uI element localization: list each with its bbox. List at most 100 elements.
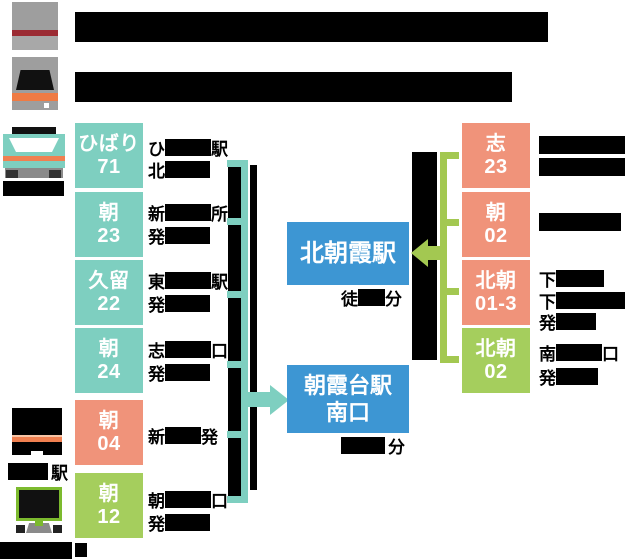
arrow-to-asakadai-head-icon [270, 385, 289, 415]
origin-prefix: 南 [539, 344, 556, 364]
origin-label-line: ひ駅 [148, 137, 228, 159]
right-trunk-tick [440, 152, 459, 159]
bus-stripe-light [12, 435, 62, 437]
origin-prefix: 東 [148, 272, 165, 292]
redacted-vertical-text [250, 165, 257, 490]
badge-line1: 朝 [98, 337, 120, 360]
route-badge-asa-12[interactable]: 朝 12 [75, 473, 143, 538]
right-trunk-tick [440, 288, 459, 295]
origin-label-line: 発 [148, 362, 210, 384]
redacted-text-bar [8, 462, 48, 480]
origin-prefix: 北 [148, 161, 165, 181]
route-badge-asa-04[interactable]: 朝 04 [75, 400, 143, 465]
left-trunk-tick [227, 160, 248, 167]
badge-line1: ひばり [78, 132, 140, 155]
bus-wheel-right [49, 170, 61, 178]
right-trunk-tick [440, 219, 459, 226]
station-box-asakadai-south[interactable]: 朝霞台駅 南口 [287, 365, 409, 433]
bus-wheel-left [16, 525, 25, 533]
origin-prefix: 志 [148, 341, 165, 361]
badge-line2: 23 [97, 224, 121, 247]
train-front-maroon-stripe-icon [12, 2, 58, 50]
badge-line1: 久留 [88, 269, 130, 292]
bus-wheel-right [53, 525, 62, 533]
bus-upper-body [12, 408, 62, 435]
badge-line2: 22 [97, 292, 121, 315]
redacted-text-bar [75, 543, 87, 557]
route-badge-asa-24[interactable]: 朝 24 [75, 328, 143, 393]
walk-note-prefix: 徒 [341, 289, 358, 309]
redacted-text-bar [165, 426, 201, 444]
bus-lower-body [12, 442, 62, 455]
origin-prefix: 発 [539, 368, 556, 388]
badge-line1: 朝 [98, 201, 120, 224]
route-badge-kitaasa-01-3[interactable]: 北朝 01-3 [462, 260, 530, 325]
origin-label-line: 発 [539, 366, 598, 388]
redacted-text-bar [556, 291, 625, 309]
origin-suffix: 駅 [211, 272, 228, 292]
redacted-text-bar [539, 136, 625, 154]
redacted-header-line-1 [75, 12, 548, 42]
arrow-to-asakadai-shaft [248, 392, 270, 407]
origin-label-line: 南口 [539, 342, 619, 364]
redacted-text-bar [165, 294, 210, 312]
origin-suffix: 発 [201, 427, 218, 447]
train-windshield [16, 70, 54, 90]
station-box-kita-asaka[interactable]: 北朝霞駅 [287, 222, 409, 285]
redacted-text-bar [165, 363, 210, 381]
origin-prefix: 発 [539, 313, 556, 333]
caption-suffix: 駅 [51, 463, 68, 483]
origin-label-line: 発 [148, 512, 210, 534]
redacted-vertical-text [228, 438, 241, 496]
origin-prefix: 発 [148, 295, 165, 315]
redacted-text-bar [358, 288, 385, 306]
redacted-text-bar [165, 340, 211, 358]
redacted-vertical-text [228, 167, 241, 218]
left-trunk-tick [227, 496, 248, 503]
origin-prefix: 発 [148, 514, 165, 534]
redacted-vertical-text [228, 298, 241, 361]
badge-line2: 02 [484, 224, 508, 247]
train-headlight [44, 103, 49, 108]
origin-prefix: 下 [539, 270, 556, 290]
badge-line2: 71 [97, 155, 121, 178]
train-front-orange-stripe-icon [12, 57, 58, 110]
route-badge-hibari-71[interactable]: ひばり 71 [75, 123, 143, 188]
route-badge-shi-23[interactable]: 志 23 [462, 123, 530, 188]
walk-note-suffix: 分 [385, 289, 402, 309]
origin-prefix: 新 [148, 427, 165, 447]
route-badge-asa-23[interactable]: 朝 23 [75, 192, 143, 257]
origin-label-line: 新発 [148, 425, 218, 447]
bus-license-tab [35, 520, 43, 526]
station-name: 北朝霞駅 [300, 239, 396, 267]
route-badge-kitaasa-02[interactable]: 北朝 02 [462, 328, 530, 393]
left-trunk-tick [227, 361, 248, 368]
origin-prefix: ひ [148, 139, 165, 159]
origin-prefix: 発 [148, 227, 165, 247]
right-trunk-tick [440, 356, 459, 363]
bus-windshield [9, 138, 59, 152]
bus-wheel-left [6, 170, 18, 178]
redacted-text-bar [556, 367, 598, 385]
arrow-to-kita-asaka-head-icon [411, 239, 428, 267]
bus-front-green-icon [16, 487, 62, 533]
origin-suffix: 駅 [211, 139, 228, 159]
left-trunk-line [241, 160, 248, 503]
origin-label-line: 東駅 [148, 270, 228, 292]
route-badge-kuru-22[interactable]: 久留 22 [75, 260, 143, 325]
bus-destination-sign [12, 127, 56, 134]
badge-line1: 朝 [98, 409, 120, 432]
origin-suffix: 口 [602, 344, 619, 364]
redacted-vertical-text [228, 368, 241, 431]
redacted-text-bar [165, 160, 210, 178]
bus-stripe [12, 437, 62, 442]
origin-suffix: 口 [211, 341, 228, 361]
redacted-text-bar [556, 343, 602, 361]
redacted-text-bar [165, 271, 211, 289]
route-badge-asa-02[interactable]: 朝 02 [462, 192, 530, 257]
caption-black-bus: 駅 [8, 461, 68, 483]
redacted-text-bar [539, 158, 625, 176]
redacted-text-bar [556, 312, 596, 330]
origin-prefix: 新 [148, 204, 165, 224]
